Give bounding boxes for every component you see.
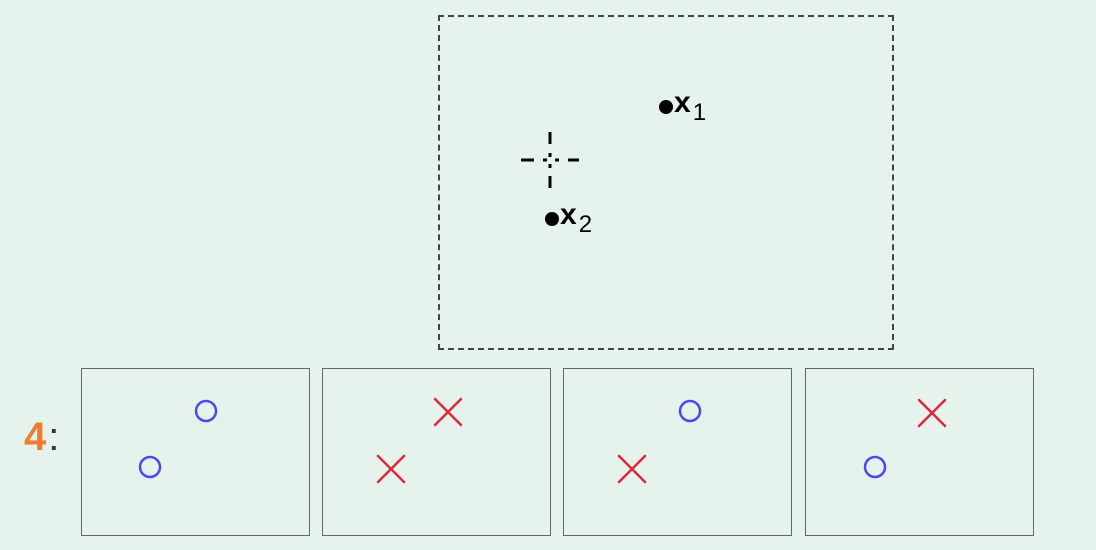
assignment-count-number: 4 — [24, 415, 47, 459]
crosshair-icon — [521, 132, 579, 188]
point-x1: x1 — [659, 88, 706, 125]
point-x1-dot — [659, 99, 673, 114]
circle-marker-icon — [194, 399, 218, 423]
assignment-count-separator: : — [48, 415, 60, 459]
point-x1-label: x1 — [674, 88, 706, 125]
point-x2-label-base: x — [560, 198, 577, 231]
assignment-panel-2 — [322, 368, 551, 536]
assignment-panel-4 — [805, 368, 1034, 536]
point-x2-dot — [545, 211, 559, 226]
cross-marker-icon — [917, 398, 947, 428]
assignment-panel-1 — [81, 368, 310, 536]
circle-marker-icon — [863, 455, 887, 479]
assignment-panel-4-canvas — [863, 398, 947, 479]
point-x2-label: x2 — [560, 200, 592, 237]
assignment-panel-2-canvas — [376, 397, 463, 484]
main-diagram-box — [438, 15, 894, 350]
cross-marker-icon — [376, 454, 406, 484]
circle-marker-icon — [138, 455, 162, 479]
assignment-panel-3 — [563, 368, 792, 536]
circle-marker-icon — [678, 399, 702, 423]
point-x2-label-sub: 2 — [578, 211, 593, 238]
assignment-panel-3-canvas — [617, 399, 702, 484]
point-x2: x2 — [545, 200, 592, 237]
assignment-count-label: 4: — [24, 417, 59, 457]
point-x1-label-sub: 1 — [692, 99, 707, 126]
point-x1-label-base: x — [674, 86, 691, 119]
cross-marker-icon — [433, 397, 463, 427]
cross-marker-icon — [617, 454, 647, 484]
assignment-panel-1-canvas — [138, 399, 218, 479]
